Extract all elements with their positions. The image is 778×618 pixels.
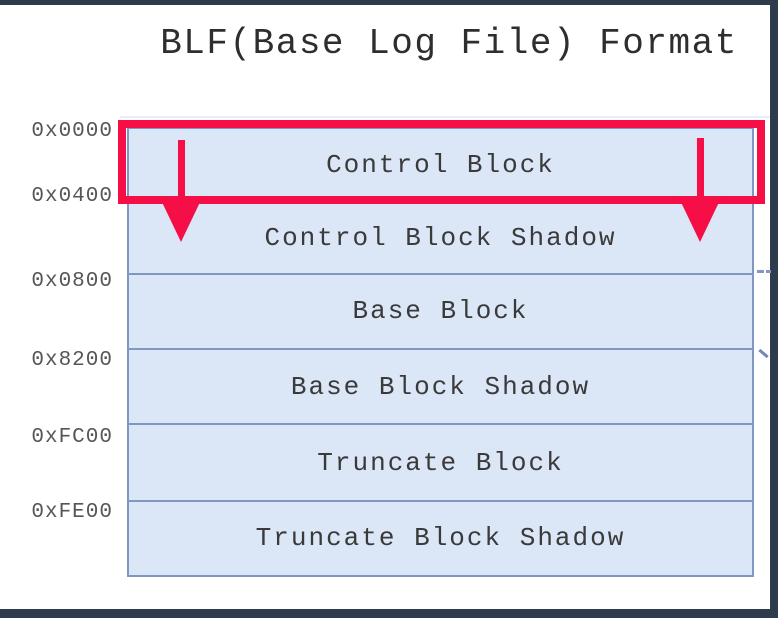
offset-label-0x0000: 0x0000	[31, 120, 113, 143]
row-label: Control Block Shadow	[264, 223, 617, 254]
highlight-box	[118, 120, 765, 204]
table-row-truncate-block: Truncate Block	[129, 423, 752, 499]
down-arrow-icon	[178, 140, 185, 202]
offset-label-0xFC00: 0xFC00	[31, 426, 113, 449]
hairline-divider	[120, 116, 770, 118]
row-label: Truncate Block Shadow	[255, 523, 626, 554]
offset-label-0x8200: 0x8200	[31, 349, 113, 372]
offset-label-0x0400: 0x0400	[31, 185, 113, 208]
down-arrow-icon	[160, 198, 202, 242]
dashed-line-fragment	[766, 270, 771, 273]
diagram-title: BLF(Base Log File) Format	[160, 23, 738, 64]
row-label: Truncate Block	[317, 447, 564, 478]
table-row-control-block-shadow: Control Block Shadow	[129, 201, 752, 272]
window-frame-bottom	[0, 609, 778, 618]
offset-label-0xFE00: 0xFE00	[31, 501, 113, 524]
offset-label-0x0800: 0x0800	[31, 270, 113, 293]
row-label: Base Block Shadow	[290, 371, 591, 402]
table-row-control-block: Control Block	[129, 129, 752, 201]
window-frame-top	[0, 0, 778, 5]
down-arrow-icon	[697, 138, 704, 202]
table-row-base-block: Base Block	[129, 272, 752, 348]
table-row-truncate-block-shadow: Truncate Block Shadow	[129, 499, 752, 575]
table-row-base-block-shadow: Base Block Shadow	[129, 348, 752, 423]
row-label: Control Block	[326, 150, 555, 181]
dashed-line-fragment	[758, 348, 769, 359]
window-frame-right	[770, 0, 778, 618]
down-arrow-icon	[679, 198, 721, 242]
dashed-line-fragment	[757, 270, 764, 273]
row-label: Base Block	[352, 296, 529, 327]
